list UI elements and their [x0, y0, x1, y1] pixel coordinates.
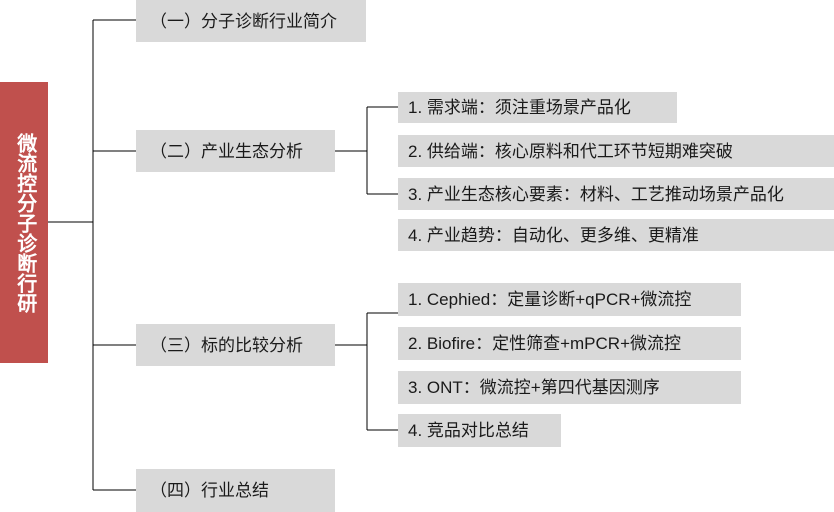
section-3-item-3: 3. ONT：微流控+第四代基因测序: [398, 371, 741, 404]
section-3-item-2-label: 2. Biofire：定性筛查+mPCR+微流控: [408, 334, 681, 353]
section-2-item-1-label: 1. 需求端：须注重场景产品化: [408, 98, 631, 117]
section-2-item-1: 1. 需求端：须注重场景产品化: [398, 92, 677, 123]
section-1: （一）分子诊断行业简介: [136, 0, 366, 42]
section-2-item-3-label: 3. 产业生态核心要素：材料、工艺推动场景产品化: [408, 184, 784, 204]
section-4-label: （四）行业总结: [150, 481, 269, 500]
section-2: （二）产业生态分析: [136, 130, 335, 172]
section-3-item-4: 4. 竞品对比总结: [398, 414, 561, 447]
section-3-item-1-label: 1. Cephied：定量诊断+qPCR+微流控: [408, 290, 692, 309]
section-2-label: （二）产业生态分析: [150, 141, 303, 161]
section-2-item-4-label: 4. 产业趋势：自动化、更多维、更精准: [408, 225, 699, 245]
section-2-item-2-label: 2. 供给端：核心原料和代工环节短期难突破: [408, 141, 733, 161]
root-node: 微流控分子诊断行研: [0, 82, 48, 363]
section-3-item-1: 1. Cephied：定量诊断+qPCR+微流控: [398, 283, 741, 316]
section-1-label: （一）分子诊断行业简介: [150, 11, 337, 31]
section-2-item-3: 3. 产业生态核心要素：材料、工艺推动场景产品化: [398, 178, 834, 210]
section-3-item-4-label: 4. 竞品对比总结: [408, 421, 529, 440]
section-2-item-2: 2. 供给端：核心原料和代工环节短期难突破: [398, 135, 834, 167]
section-2-item-4: 4. 产业趋势：自动化、更多维、更精准: [398, 219, 834, 251]
section-3-item-3-label: 3. ONT：微流控+第四代基因测序: [408, 378, 660, 397]
section-4: （四）行业总结: [136, 469, 335, 512]
section-3-label: （三）标的比较分析: [150, 335, 303, 355]
section-3: （三）标的比较分析: [136, 324, 335, 366]
section-3-item-2: 2. Biofire：定性筛查+mPCR+微流控: [398, 327, 741, 360]
root-label: 微流控分子诊断行研: [13, 132, 36, 313]
